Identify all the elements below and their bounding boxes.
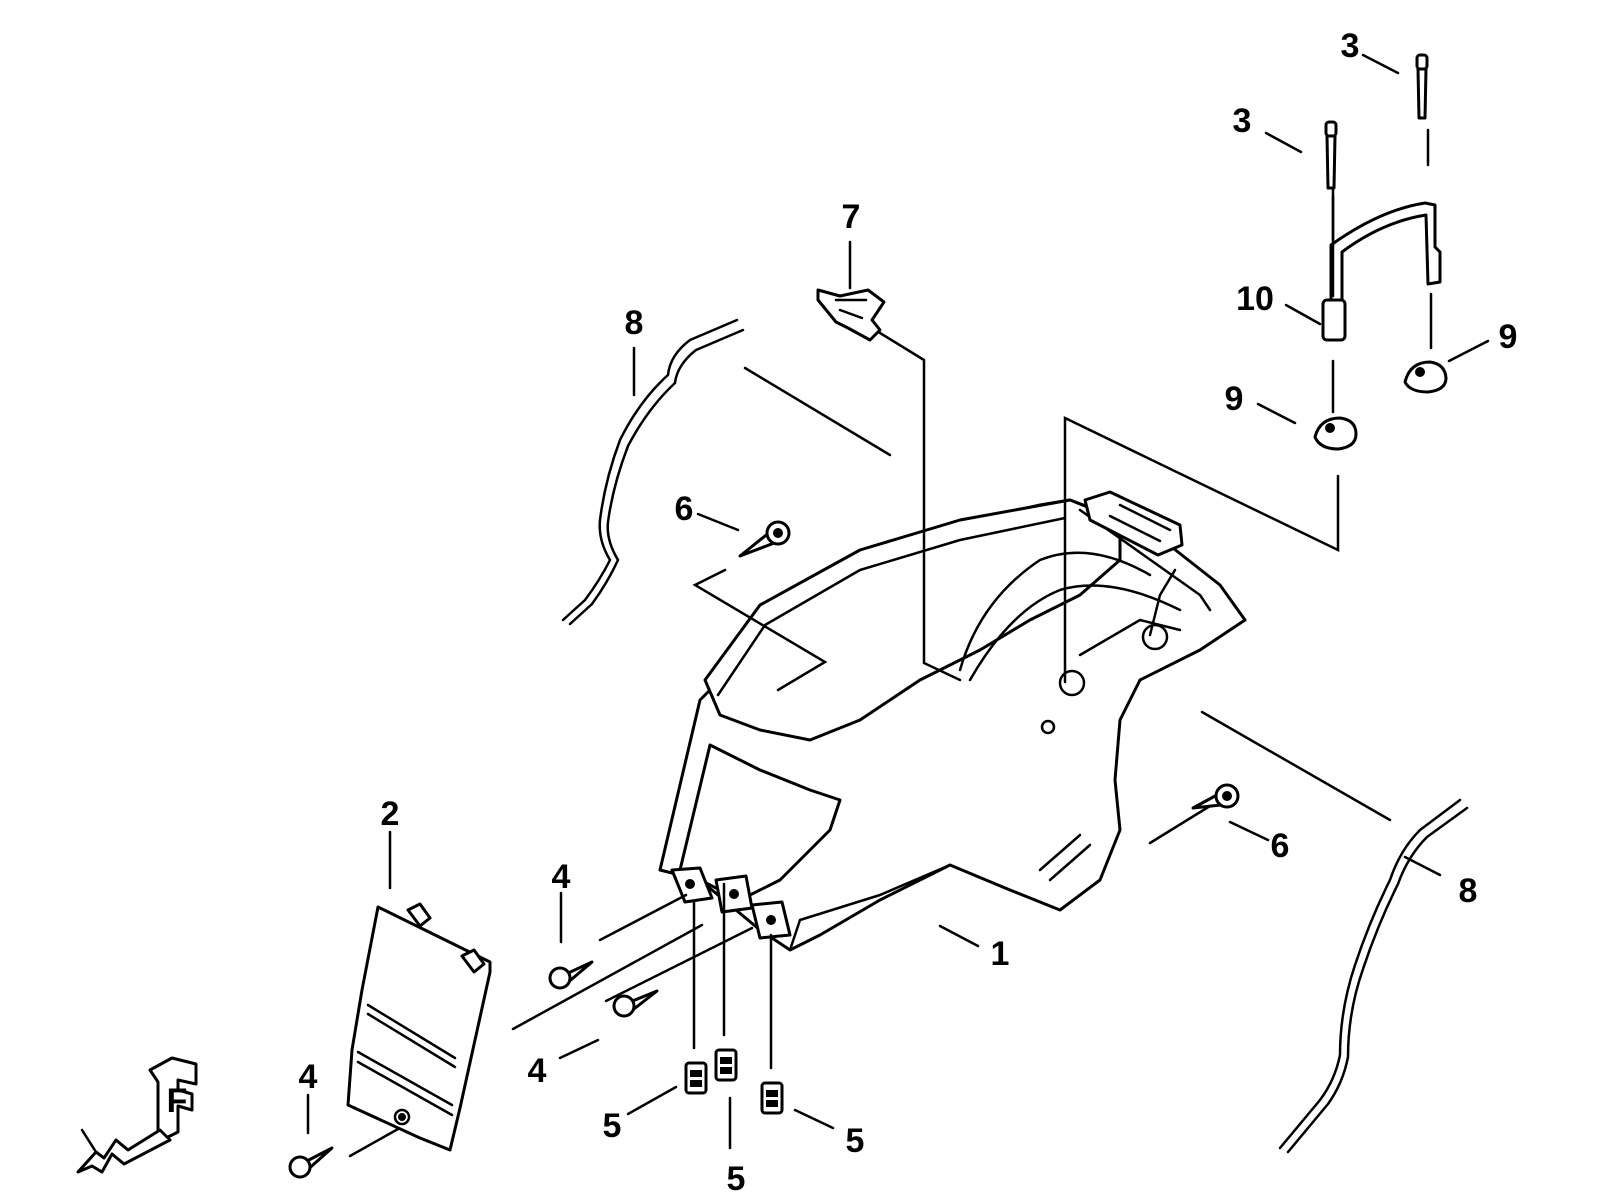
part-8-trim-strip-right: [1278, 798, 1469, 1154]
part-5-speed-nut-b: [714, 1048, 738, 1082]
callout-4-upper: 4: [552, 858, 571, 896]
part-8-trim-strip-left: [561, 318, 745, 626]
emblem-letter: F: [167, 1082, 188, 1120]
part-1-body-cover: [658, 490, 1247, 952]
callout-6-lower: 6: [1271, 827, 1290, 865]
part-5-speed-nut-c: [760, 1081, 784, 1115]
callout-7: 7: [842, 198, 861, 236]
callout-8-left: 8: [625, 304, 644, 342]
callout-9-left: 9: [1225, 380, 1244, 418]
callout-leaders: [306, 53, 1490, 1150]
part-3-bolt-left: [1324, 120, 1338, 190]
callout-2: 2: [381, 795, 400, 833]
callout-9-right: 9: [1499, 318, 1518, 356]
part-5-speed-nut-a: [684, 1061, 708, 1095]
part-2-access-lid: [346, 902, 492, 1152]
front-direction-emblem: F: [76, 1056, 198, 1174]
part-10-grab-bar: [1321, 188, 1442, 342]
assembly-guide-lines: [348, 128, 1433, 1158]
callout-5-left: 5: [603, 1107, 622, 1145]
callout-4-middle: 4: [528, 1052, 547, 1090]
part-9-grommet-left: [1313, 416, 1358, 451]
callout-1: 1: [991, 935, 1010, 973]
callout-10: 10: [1236, 280, 1274, 318]
callout-3-left: 3: [1233, 102, 1252, 140]
callout-4-lid: 4: [299, 1058, 318, 1096]
part-9-grommet-right: [1403, 360, 1448, 394]
part-6-screw-upper: [738, 520, 791, 558]
part-6-screw-lower: [1191, 783, 1240, 810]
part-4-screw-b: [612, 989, 659, 1018]
part-3-bolt-right: [1415, 53, 1429, 120]
callout-3-right: 3: [1341, 27, 1360, 65]
callout-5-bottom: 5: [727, 1160, 746, 1198]
callout-6-upper: 6: [675, 490, 694, 528]
callout-8-right: 8: [1459, 872, 1478, 910]
part-4-screw-c: [288, 1146, 334, 1179]
part-7-clip: [816, 288, 886, 342]
callout-5-right: 5: [846, 1122, 865, 1160]
part-4-screw-a: [548, 960, 594, 990]
callout-labels: 1 2 3 3 4 4 4 5 5 5 6 6 7 8 8 9 9 10: [299, 27, 1518, 1198]
